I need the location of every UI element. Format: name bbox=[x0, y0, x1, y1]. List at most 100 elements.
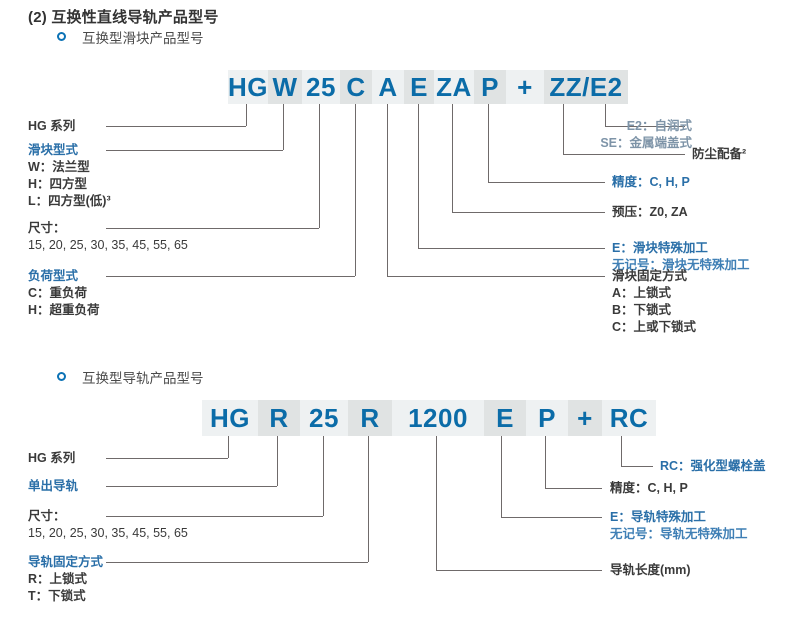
leader-v-e2 bbox=[605, 104, 606, 126]
leader-h-special-machining bbox=[418, 248, 605, 249]
note-rail-type: 单出导轨 bbox=[28, 478, 78, 495]
note-head: 精度：C, H, P bbox=[610, 481, 688, 495]
code-box-accuracy[interactable]: P bbox=[474, 70, 506, 104]
note-rail-hg-series: HG 系列 bbox=[28, 450, 75, 467]
code-box-rail-size[interactable]: 25 bbox=[300, 400, 348, 436]
leader-h-rail-length bbox=[436, 570, 602, 571]
note-accuracy: 精度：C, H, P bbox=[612, 174, 690, 191]
code-box-dust-proof[interactable]: ZZ/E2 bbox=[544, 70, 628, 104]
leader-v-preload bbox=[452, 104, 453, 212]
note-item: 无记号：导轨无特殊加工 bbox=[610, 527, 748, 541]
ring-bullet-icon bbox=[57, 32, 66, 41]
leader-v-rail-size bbox=[323, 436, 324, 516]
note-rail-size: 尺寸： 15, 20, 25, 30, 35, 45, 55, 65 bbox=[28, 508, 188, 542]
leader-v-rail-hg bbox=[228, 436, 229, 458]
note-rail-accuracy: 精度：C, H, P bbox=[610, 480, 688, 497]
leader-h-e2 bbox=[605, 126, 685, 127]
note-head: 负荷型式 bbox=[28, 269, 79, 283]
note-head: E：导轨特殊加工 bbox=[610, 510, 706, 524]
section-title-slider: (2) 互换性直线导轨产品型号 bbox=[28, 6, 219, 27]
leader-h-rail-hg bbox=[106, 458, 228, 459]
note-head: E2：自润式 bbox=[626, 119, 692, 133]
code-box-special-machining[interactable]: E bbox=[404, 70, 434, 104]
code-box-load-type[interactable]: C bbox=[340, 70, 372, 104]
leader-v-rail-accuracy bbox=[545, 436, 546, 488]
leader-v-rail-length bbox=[436, 436, 437, 570]
section-number: (2) bbox=[28, 9, 47, 26]
note-item: C：重负荷 bbox=[28, 286, 88, 300]
section-title-text: 互换性直线导轨产品型号 bbox=[51, 9, 219, 26]
note-rail-cap: RC：强化型螺栓盖 bbox=[660, 458, 766, 475]
note-head: 单出导轨 bbox=[28, 479, 79, 493]
leader-v-accuracy bbox=[488, 104, 489, 182]
note-head: 导轨长度(mm) bbox=[610, 563, 691, 577]
leader-v-special-machining bbox=[418, 104, 419, 248]
leader-v-load-type bbox=[355, 104, 356, 276]
note-head: 防尘配备² bbox=[692, 147, 747, 161]
leader-h-rail-cap bbox=[621, 466, 653, 467]
leader-h-rail-size bbox=[106, 516, 323, 517]
leader-v-rail-mounting bbox=[368, 436, 369, 562]
leader-v-size bbox=[319, 104, 320, 228]
note-head: E：滑块特殊加工 bbox=[612, 241, 708, 255]
leader-v-dust-proof bbox=[563, 104, 564, 154]
note-item: 15, 20, 25, 30, 35, 45, 55, 65 bbox=[28, 238, 188, 252]
code-box-hg[interactable]: HG bbox=[228, 70, 268, 104]
leader-v-rail-cap bbox=[621, 436, 622, 466]
leader-h-rail-accuracy bbox=[545, 488, 602, 489]
subsection-title-rail: 互换型导轨产品型号 bbox=[82, 371, 204, 386]
leader-v-rail-type bbox=[277, 436, 278, 486]
code-box-rail-length[interactable]: 1200 bbox=[392, 400, 484, 436]
leader-h-rail-mounting bbox=[106, 562, 368, 563]
note-item: T：下锁式 bbox=[28, 589, 86, 603]
code-box-mounting[interactable]: A bbox=[372, 70, 404, 104]
leader-v-mounting bbox=[387, 104, 388, 276]
note-head: 尺寸： bbox=[28, 509, 66, 523]
code-box-rail-type[interactable]: R bbox=[258, 400, 300, 436]
note-rail-mounting: 导轨固定方式 R：上锁式 T：下锁式 bbox=[28, 554, 103, 605]
leader-h-mounting bbox=[387, 276, 605, 277]
leader-h-rail-type bbox=[106, 486, 277, 487]
note-head: HG 系列 bbox=[28, 119, 76, 133]
subsection-title-slider: 互换型滑块产品型号 bbox=[82, 31, 204, 46]
note-item: W：法兰型 bbox=[28, 160, 90, 174]
leader-h-rail-special bbox=[501, 517, 602, 518]
note-e2: E2：自润式 SE：金属端盖式 bbox=[600, 118, 692, 152]
code-box-preload[interactable]: ZA bbox=[434, 70, 474, 104]
note-item: H：超重负荷 bbox=[28, 303, 100, 317]
code-box-size[interactable]: 25 bbox=[302, 70, 340, 104]
note-item: 15, 20, 25, 30, 35, 45, 55, 65 bbox=[28, 526, 188, 540]
code-box-rail-special-machining[interactable]: E bbox=[484, 400, 526, 436]
note-item: 无记号：滑块无特殊加工 bbox=[612, 258, 750, 272]
code-box-rail-cap[interactable]: RC bbox=[602, 400, 656, 436]
note-hg-series: HG 系列 bbox=[28, 118, 75, 135]
note-dust-proof: 防尘配备² bbox=[692, 146, 746, 163]
note-item: H：四方型 bbox=[28, 177, 88, 191]
leader-h-load-type bbox=[106, 276, 355, 277]
leader-h-size bbox=[106, 228, 319, 229]
note-head: 预压：Z0, ZA bbox=[612, 205, 688, 219]
note-head: 滑块型式 bbox=[28, 143, 79, 157]
code-box-rail-hg[interactable]: HG bbox=[202, 400, 258, 436]
code-box-rail-accuracy[interactable]: P bbox=[526, 400, 568, 436]
note-preload: 预压：Z0, ZA bbox=[612, 204, 688, 221]
ring-bullet-icon-rail bbox=[57, 372, 66, 381]
leader-v-rail-special bbox=[501, 436, 502, 517]
code-box-rail-mounting[interactable]: R bbox=[348, 400, 392, 436]
note-item: A：上锁式 bbox=[612, 286, 672, 300]
leader-v-hg bbox=[246, 104, 247, 126]
note-head: 精度：C, H, P bbox=[612, 175, 690, 189]
code-box-block-type[interactable]: W bbox=[268, 70, 302, 104]
note-head: 尺寸： bbox=[28, 221, 66, 235]
leader-h-preload bbox=[452, 212, 605, 213]
note-item: R：上锁式 bbox=[28, 572, 88, 586]
note-special-machining: E：滑块特殊加工 无记号：滑块无特殊加工 bbox=[612, 240, 750, 274]
leader-v-block-type bbox=[283, 104, 284, 150]
code-box-plus[interactable]: + bbox=[506, 70, 544, 104]
leader-h-accuracy bbox=[488, 182, 605, 183]
note-item: B：下锁式 bbox=[612, 303, 672, 317]
code-box-rail-plus[interactable]: + bbox=[568, 400, 602, 436]
note-head: HG 系列 bbox=[28, 451, 76, 465]
note-load-type: 负荷型式 C：重负荷 H：超重负荷 bbox=[28, 268, 100, 319]
